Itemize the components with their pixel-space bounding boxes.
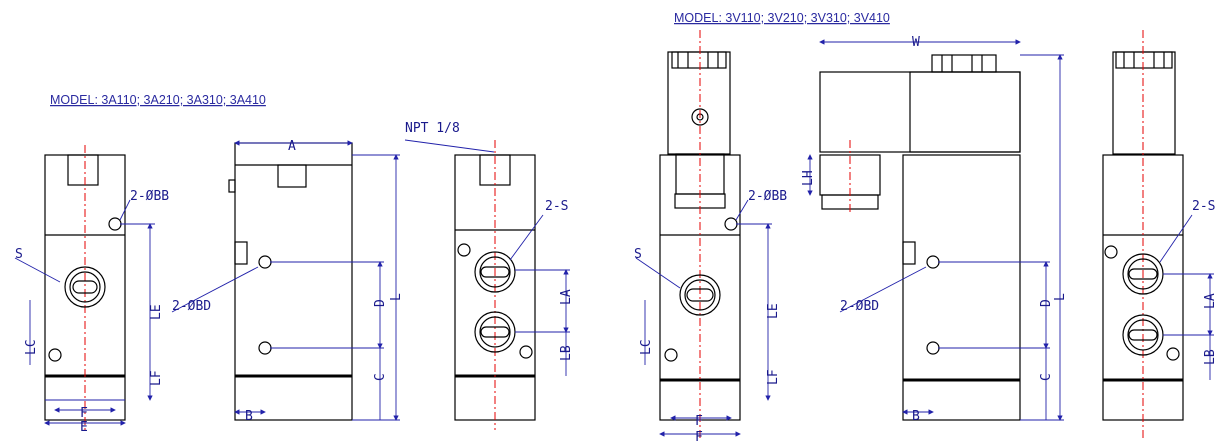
view-3a-front — [14, 145, 155, 430]
label-le: LE — [149, 304, 164, 320]
label-c-right: C — [1039, 373, 1054, 381]
view-3v-side — [807, 39, 1064, 421]
label-d-right: D — [1039, 299, 1054, 307]
label-f-right: F — [695, 414, 703, 429]
label-2-bb: 2-ØBB — [130, 189, 169, 204]
label-lf: LF — [149, 370, 164, 386]
label-npt: NPT 1/8 — [405, 121, 460, 136]
right-model-title: MODEL: 3V110; 3V210; 3V310; 3V410 — [674, 11, 890, 25]
view-3v-front — [635, 30, 772, 438]
label-b-right: B — [912, 409, 920, 424]
label-2-s-left: 2-S — [545, 199, 568, 214]
left-model-title: MODEL: 3A110; 3A210; 3A310; 3A410 — [50, 93, 266, 107]
label-2-bd: 2-ØBD — [172, 299, 211, 314]
view-3v-back — [1102, 30, 1214, 438]
label-s-right: S — [634, 247, 642, 262]
label-2-bd-right: 2-ØBD — [840, 299, 879, 314]
label-l-right: L — [1053, 293, 1068, 301]
label-s: S — [15, 247, 23, 262]
label-a-left: A — [288, 139, 296, 154]
label-la-right: LA — [1203, 293, 1218, 309]
label-e-right: F — [695, 430, 703, 444]
view-3a-back — [404, 139, 570, 430]
label-l: L — [389, 293, 404, 301]
label-f: F — [80, 406, 88, 421]
label-la-left: LA — [559, 289, 574, 305]
label-lb-left: LB — [559, 345, 574, 361]
label-le-right: LE — [766, 303, 781, 319]
label-2-s-right: 2-S — [1192, 199, 1215, 214]
label-e: E — [80, 420, 88, 435]
view-3a-side — [171, 140, 400, 421]
label-lf-right: LF — [766, 369, 781, 385]
label-lb-right: LB — [1203, 349, 1218, 365]
label-d: D — [373, 299, 388, 307]
label-lh: LH — [801, 170, 816, 186]
label-2-bb-right: 2-ØBB — [748, 189, 787, 204]
label-lc-right: LC — [639, 339, 654, 355]
label-c: C — [373, 373, 388, 381]
label-lc: LC — [24, 339, 39, 355]
label-b: B — [245, 409, 253, 424]
label-w: W — [912, 35, 920, 50]
